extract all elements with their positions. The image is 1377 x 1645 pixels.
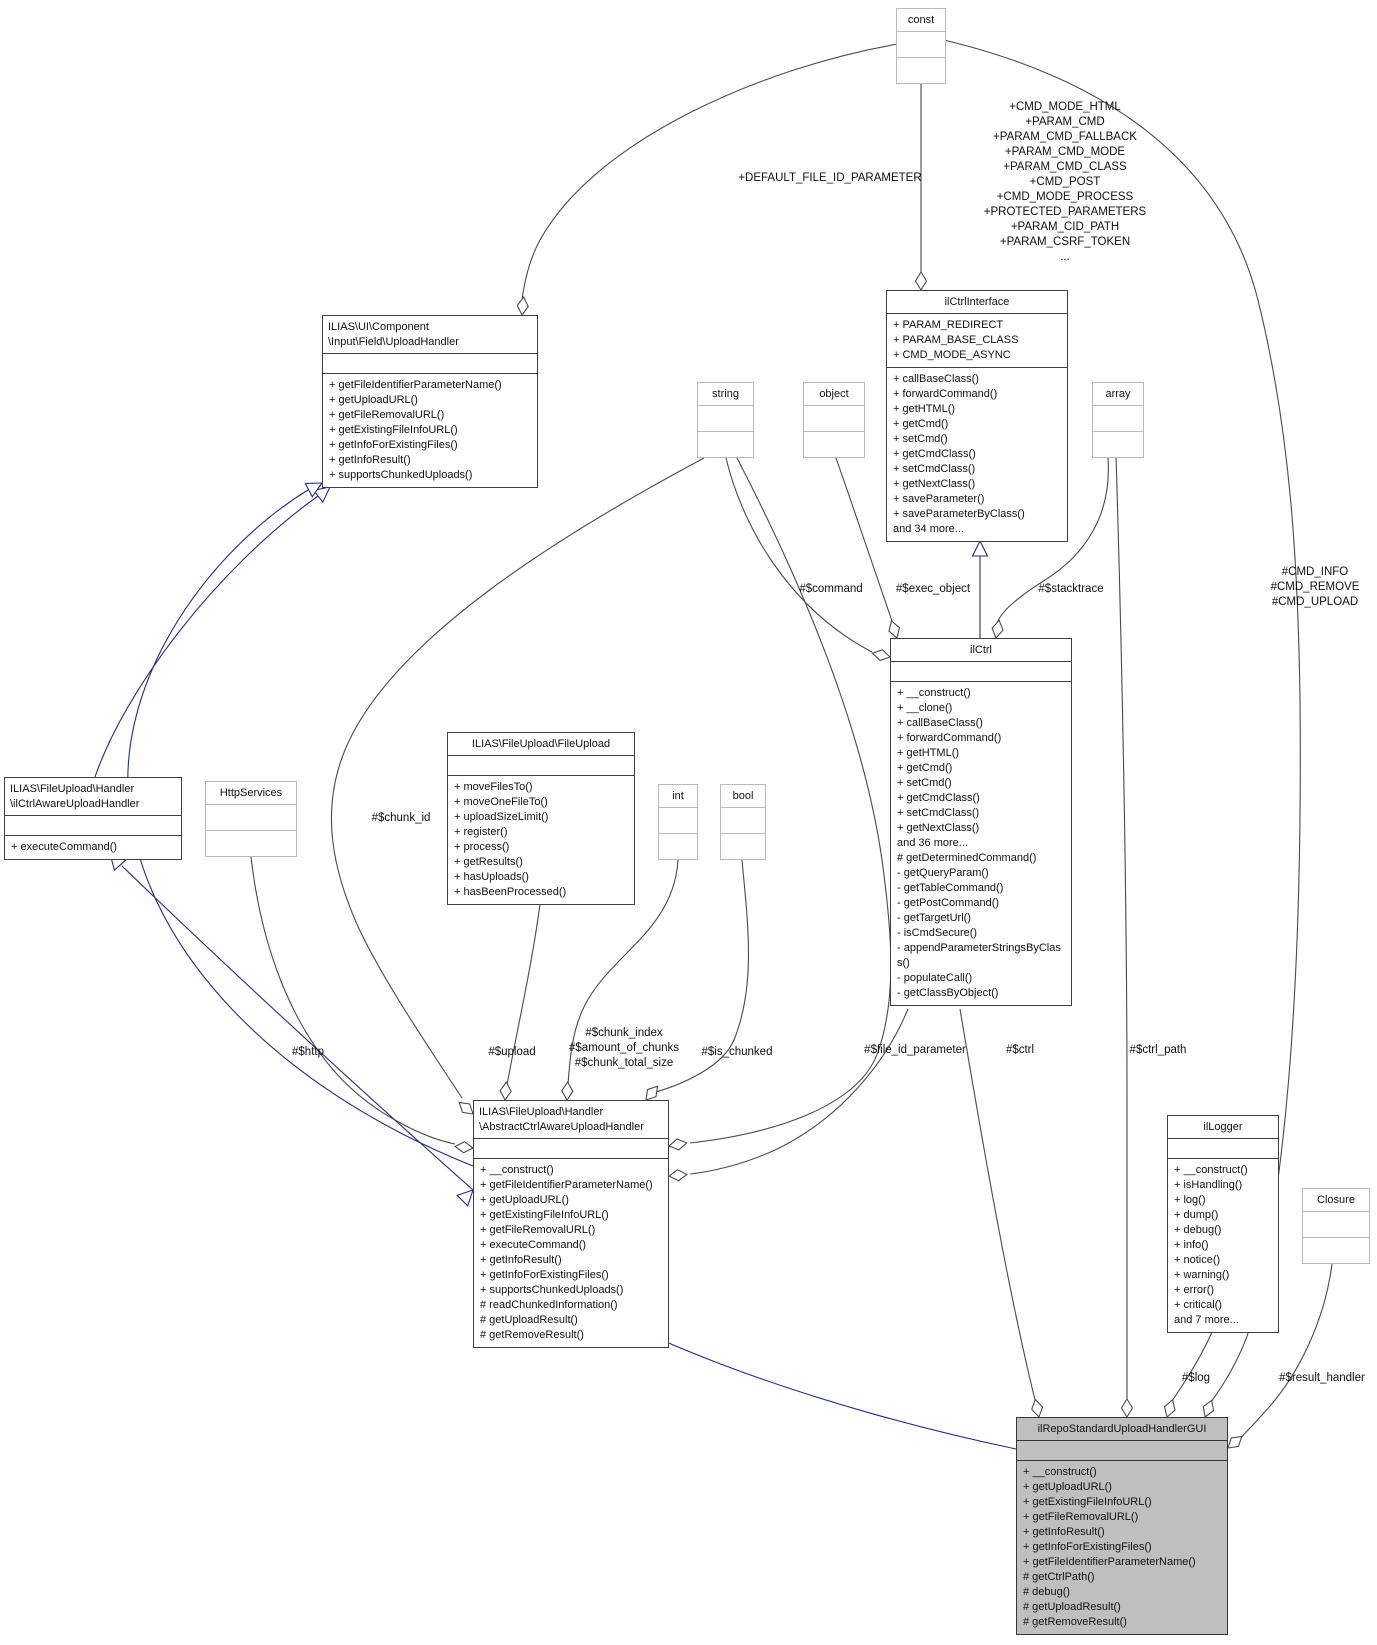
edge-label-result-handler: #$result_handler xyxy=(1279,1372,1365,1384)
class-ilrepostandarduploadhandlergui[interactable]: ilRepoStandardUploadHandlerGUI + __const… xyxy=(1016,1417,1228,1635)
edge-abstract-inherits-ilctrlaware xyxy=(121,865,474,1191)
methods-section: + __construct()+ __clone()+ callBaseClas… xyxy=(891,681,1071,1005)
edge-label-command: #$command xyxy=(799,583,863,595)
attributes-section xyxy=(698,405,753,431)
edge-label-is-chunked: #$is_chunked xyxy=(701,1046,773,1058)
class-const: const xyxy=(896,8,946,84)
edge-array-to-ilctrl xyxy=(996,457,1109,624)
attributes-section xyxy=(1093,405,1143,431)
edge-closure-to-gui xyxy=(1235,1263,1333,1443)
methods-section xyxy=(897,57,945,83)
edge-int-to-abstract xyxy=(567,859,679,1086)
edge-bool-to-abstract xyxy=(655,859,750,1093)
class-closure: Closure xyxy=(1302,1188,1370,1264)
methods-section: + getFileIdentifierParameterName()+ getU… xyxy=(323,373,537,487)
class-object: object xyxy=(803,382,865,458)
attributes-section: + PARAM_REDIRECT+ PARAM_BASE_CLASS+ CMD_… xyxy=(887,313,1067,367)
edge-string-to-abstract-fileid xyxy=(689,457,892,1144)
methods-section: + __construct()+ isHandling()+ log()+ du… xyxy=(1168,1158,1278,1332)
attributes-section xyxy=(1303,1211,1369,1237)
edge-const-to-uploadhandler xyxy=(521,43,899,301)
class-array: array xyxy=(1092,382,1144,458)
edge-string-to-abstract-chunkid xyxy=(330,457,705,1099)
edge-label-http: #$http xyxy=(292,1046,324,1058)
attributes-section xyxy=(448,755,634,775)
class-string: string xyxy=(697,382,754,458)
edge-label-log: #$log xyxy=(1181,1372,1211,1384)
edge-label-chunk-id: #$chunk_id xyxy=(371,812,431,824)
methods-section xyxy=(206,830,296,856)
methods-section xyxy=(804,431,864,457)
attributes-section xyxy=(804,405,864,431)
edge-label-file-id-parameter: #$file_id_parameter xyxy=(864,1044,966,1056)
edge-array-to-gui xyxy=(1115,455,1128,1399)
class-bool: bool xyxy=(720,784,766,860)
class-title: ilLogger xyxy=(1203,1121,1243,1133)
attributes-section xyxy=(721,807,765,833)
attributes-section xyxy=(323,353,537,373)
edge-fileupload-to-abstract xyxy=(506,903,541,1086)
edge-ilctrl-to-gui xyxy=(959,1008,1036,1401)
class-uploadhandler-interface[interactable]: ILIAS\UI\Component \Input\Field\UploadHa… xyxy=(322,315,538,488)
attributes-section xyxy=(474,1138,668,1158)
class-ilctrlawareuploadhandler[interactable]: ILIAS\FileUpload\Handler\ilCtrlAwareUplo… xyxy=(4,777,182,860)
class-title: Closure xyxy=(1317,1194,1355,1206)
class-abstractctrlawareuploadhandler[interactable]: ILIAS\FileUpload\Handler \AbstractCtrlAw… xyxy=(473,1100,669,1348)
class-fileupload[interactable]: ILIAS\FileUpload\FileUpload + moveFilesT… xyxy=(447,732,635,905)
edge-label-upload: #$upload xyxy=(488,1046,536,1058)
class-title: ILIAS\FileUpload\Handler\ilCtrlAwareUplo… xyxy=(10,783,140,810)
edge-label-ctrl: #$ctrl xyxy=(1005,1044,1035,1056)
edge-ilctrl-to-abstract xyxy=(689,1008,909,1175)
methods-section: + __construct()+ getFileIdentifierParame… xyxy=(474,1158,668,1347)
attributes-section xyxy=(897,31,945,57)
class-title: string xyxy=(712,388,739,400)
class-title: ILIAS\FileUpload\FileUpload xyxy=(471,738,611,750)
methods-section: + callBaseClass()+ forwardCommand()+ get… xyxy=(887,367,1067,541)
edge-httpservices-to-abstract xyxy=(250,856,456,1145)
class-title: ILIAS\FileUpload\Handler \AbstractCtrlAw… xyxy=(479,1106,644,1133)
class-title: array xyxy=(1105,388,1131,400)
edge-label-stacktrace: #$stacktrace xyxy=(1038,583,1104,595)
attributes-section xyxy=(891,661,1071,681)
methods-section: + executeCommand() xyxy=(5,835,181,859)
class-title: ilRepoStandardUploadHandlerGUI xyxy=(1037,1423,1207,1435)
attributes-section xyxy=(5,815,181,835)
edge-ilctrlaware-inherits-uploadhandler xyxy=(94,495,319,778)
class-title: ILIAS\UI\Component \Input\Field\UploadHa… xyxy=(328,321,459,348)
edge-label-exec-object: #$exec_object xyxy=(895,583,971,595)
class-ilctrlinterface[interactable]: ilCtrlInterface + PARAM_REDIRECT+ PARAM_… xyxy=(886,290,1068,542)
class-illogger[interactable]: ilLogger + __construct()+ isHandling()+ … xyxy=(1167,1115,1279,1333)
class-title: ilCtrl xyxy=(970,644,992,656)
methods-section xyxy=(1093,431,1143,457)
edge-object-to-ilctrl xyxy=(835,457,894,625)
class-title: int xyxy=(672,790,684,802)
edge-string-to-ilctrl xyxy=(725,457,873,653)
methods-section: + __construct()+ getUploadURL()+ getExis… xyxy=(1017,1460,1227,1634)
methods-section xyxy=(721,833,765,859)
class-title: const xyxy=(907,14,935,26)
methods-section: + moveFilesTo()+ moveOneFileTo()+ upload… xyxy=(448,775,634,904)
class-int: int xyxy=(658,784,698,860)
methods-section xyxy=(1303,1237,1369,1263)
attributes-section xyxy=(1017,1440,1227,1460)
class-httpservices: HttpServices xyxy=(205,781,297,857)
edge-illogger-to-gui xyxy=(1171,1331,1213,1402)
class-title: bool xyxy=(732,790,754,802)
methods-section xyxy=(659,833,697,859)
class-title: object xyxy=(819,388,849,400)
edge-label-ilctrlinterface-consts: +CMD_MODE_HTML+PARAM_CMD+PARAM_CMD_FALLB… xyxy=(983,101,1147,263)
edge-label-gui-cmd-consts: #CMD_INFO#CMD_REMOVE#CMD_UPLOAD xyxy=(1270,566,1360,608)
class-title: ilCtrlInterface xyxy=(944,296,1010,308)
edge-label-chunk-fields: #$chunk_index#$amount_of_chunks#$chunk_t… xyxy=(569,1027,679,1069)
attributes-section xyxy=(659,807,697,833)
class-ilctrl[interactable]: ilCtrl + __construct()+ __clone()+ callB… xyxy=(890,638,1072,1006)
class-title: HttpServices xyxy=(219,787,283,799)
edge-label-ctrl-path: #$ctrl_path xyxy=(1129,1044,1187,1056)
attributes-section xyxy=(206,804,296,830)
methods-section xyxy=(698,431,753,457)
attributes-section xyxy=(1168,1138,1278,1158)
edge-label-default-file-id-parameter: +DEFAULT_FILE_ID_PARAMETER xyxy=(738,172,922,184)
